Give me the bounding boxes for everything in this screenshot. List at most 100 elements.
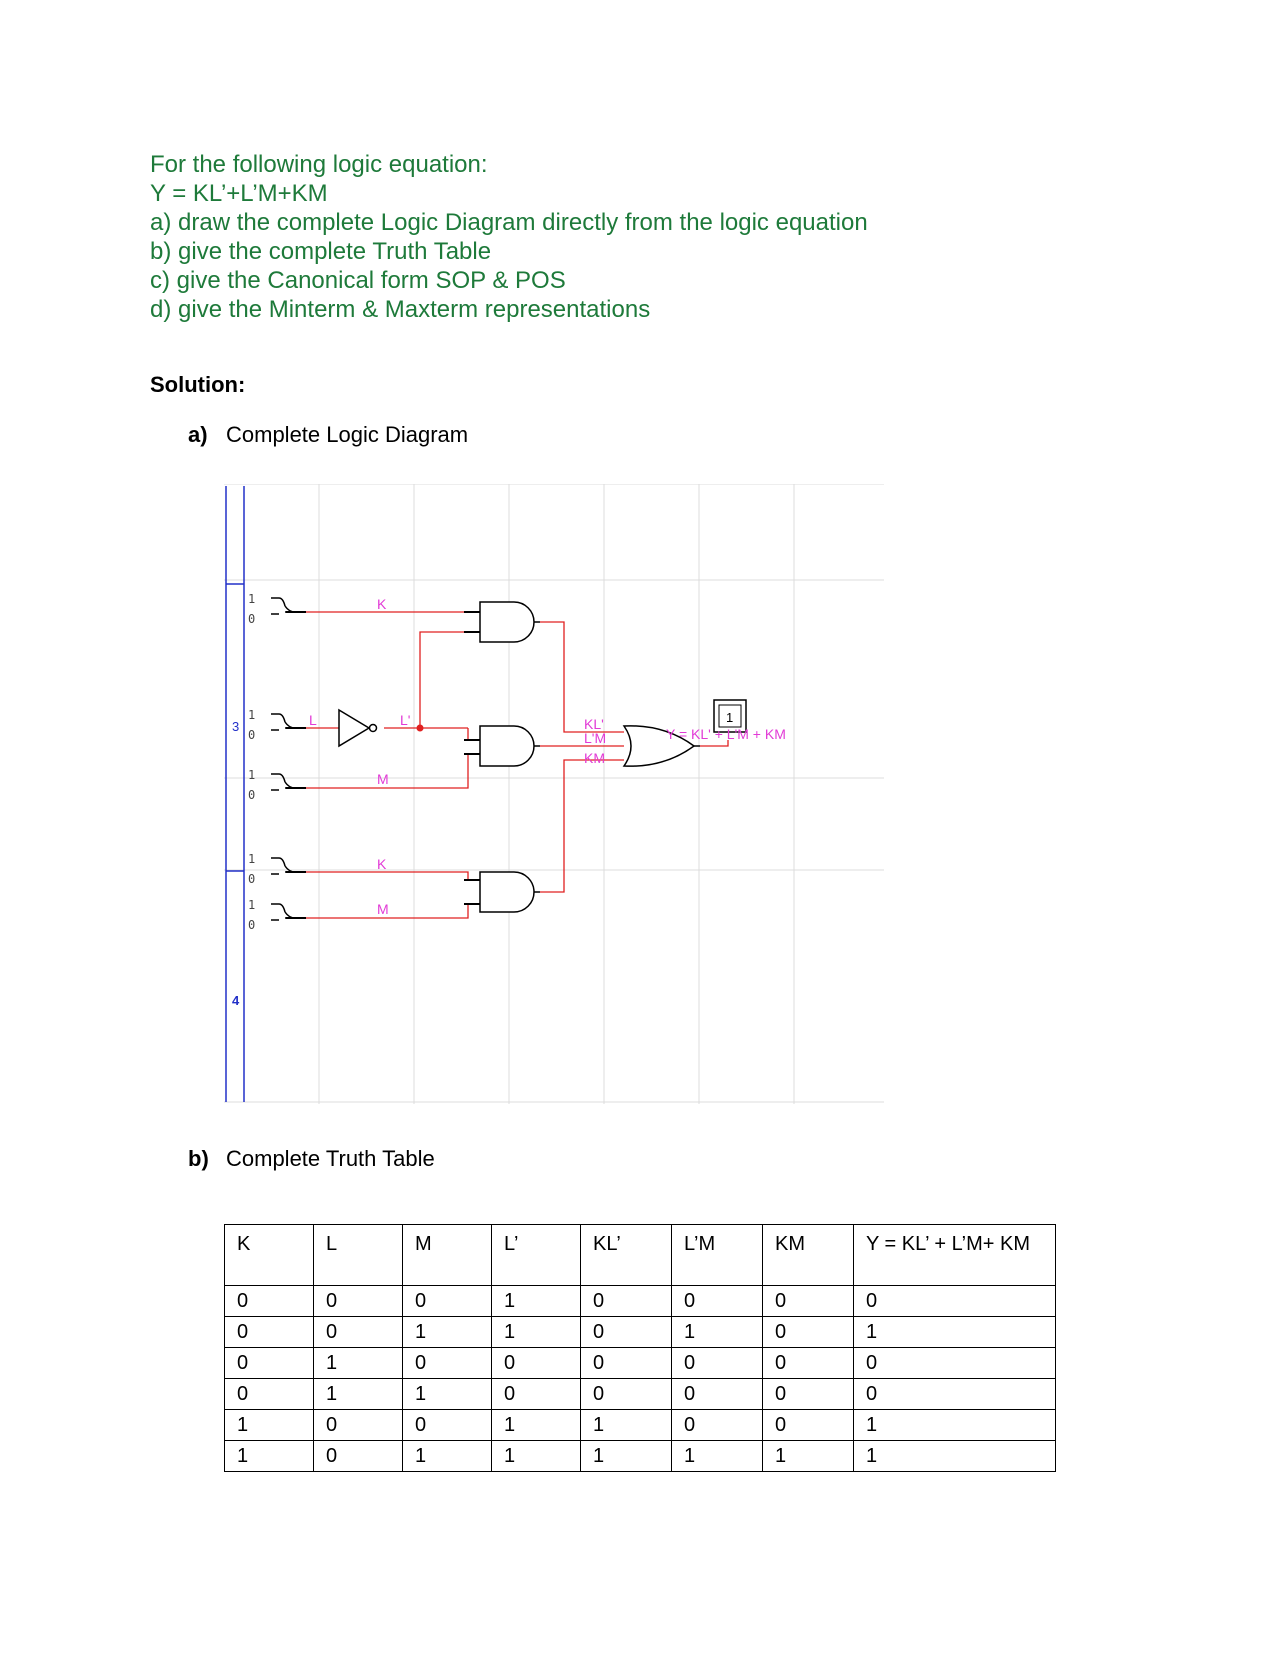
table-cell: 0: [313, 1409, 403, 1441]
switch-k1-lo: 0: [248, 612, 255, 626]
or-input-label-kl: KL': [584, 716, 604, 732]
switch-l-hi: 1: [248, 708, 255, 722]
header-l-prime: L’: [491, 1224, 581, 1286]
table-row: 0 0 1 1 0 1 0 1: [224, 1316, 1056, 1348]
header-y: Y = KL’ + L’M+ KM: [853, 1224, 1056, 1286]
table-cell: 1: [671, 1316, 763, 1348]
table-cell: 0: [224, 1316, 314, 1348]
wire-label-l-prime: L': [400, 712, 410, 728]
and-gate-km: [479, 871, 535, 913]
section-b-number: b): [188, 1146, 209, 1171]
table-cell: 1: [853, 1440, 1056, 1472]
or-input-label-lm: L'M: [584, 730, 606, 746]
table-cell: 0: [762, 1285, 854, 1317]
wire-label-l: L: [309, 712, 317, 728]
problem-line-a: a) draw the complete Logic Diagram direc…: [150, 209, 868, 236]
or-gate: [622, 725, 700, 767]
and-gate-lm: [479, 725, 535, 767]
header-m: M: [402, 1224, 492, 1286]
table-cell: 0: [224, 1378, 314, 1410]
output-probe: 1: [713, 699, 747, 733]
table-cell: 1: [491, 1409, 581, 1441]
table-cell: 0: [402, 1347, 492, 1379]
table-row: 0 0 0 1 0 0 0 0: [224, 1285, 1056, 1317]
logic-diagram: 3 4 1 0 1 0 1 0 1 0 1 0: [224, 484, 884, 1104]
output-label: Y = KL' + L'M + KM: [666, 726, 786, 742]
table-row: 1 0 1 1 1 1 1 1: [224, 1440, 1056, 1472]
switch-k1-hi: 1: [248, 592, 255, 606]
table-cell: 1: [313, 1347, 403, 1379]
table-cell: 1: [491, 1285, 581, 1317]
table-cell: 1: [402, 1440, 492, 1472]
truth-table: K L M L’ KL’ L’M KM Y = KL’ + L’M+ KM 0 …: [224, 1224, 1056, 1472]
problem-line-c: c) give the Canonical form SOP & POS: [150, 267, 566, 294]
header-l: L: [313, 1224, 403, 1286]
section-a-number: a): [188, 422, 208, 447]
table-cell: 0: [671, 1285, 763, 1317]
table-cell: 0: [580, 1347, 672, 1379]
problem-line-b: b) give the complete Truth Table: [150, 238, 492, 265]
table-cell: 0: [402, 1409, 492, 1441]
problem-line-d: d) give the Minterm & Maxterm representa…: [150, 296, 651, 323]
wire-label-k-top: K: [377, 596, 387, 612]
table-cell: 1: [224, 1440, 314, 1472]
table-cell: 1: [491, 1316, 581, 1348]
table-cell: 0: [762, 1409, 854, 1441]
section-a-heading: a) Complete Logic Diagram: [188, 422, 468, 448]
table-cell: 1: [313, 1378, 403, 1410]
section-b-heading: b) Complete Truth Table: [188, 1146, 435, 1172]
row-rails: [225, 486, 245, 1102]
table-cell: 1: [580, 1440, 672, 1472]
truth-table-header-row: K L M L’ KL’ L’M KM Y = KL’ + L’M+ KM: [224, 1224, 1056, 1286]
section-a-title: Complete Logic Diagram: [226, 422, 469, 447]
table-cell: 0: [853, 1378, 1056, 1410]
and-gate-kl: [479, 601, 535, 643]
table-cell: 1: [402, 1316, 492, 1348]
table-cell: 0: [580, 1378, 672, 1410]
switch-k2-hi: 1: [248, 852, 255, 866]
switch-m2-hi: 1: [248, 898, 255, 912]
output-probe-value: 1: [726, 710, 733, 725]
table-row: 0 1 1 0 0 0 0 0: [224, 1378, 1056, 1410]
table-cell: 1: [671, 1440, 763, 1472]
switch-labels: 1 0 1 0 1 0 1 0 1 0: [248, 592, 255, 932]
table-cell: 1: [853, 1316, 1056, 1348]
table-cell: 0: [224, 1347, 314, 1379]
table-cell: 0: [491, 1347, 581, 1379]
wire-label-m-mid: M: [377, 771, 389, 787]
table-row: 0 1 0 0 0 0 0 0: [224, 1347, 1056, 1379]
not-gate: [338, 708, 378, 748]
and-outputs: [534, 621, 540, 893]
gate-leads: [464, 611, 480, 905]
table-cell: 0: [313, 1440, 403, 1472]
or-input-label-km: KM: [584, 750, 605, 766]
table-cell: 0: [853, 1285, 1056, 1317]
table-cell: 0: [671, 1409, 763, 1441]
problem-statement: For the following logic equation: Y = KL…: [150, 150, 868, 324]
row-marker-4: 4: [232, 993, 240, 1008]
problem-line-equation: Y = KL’+L’M+KM: [150, 180, 328, 207]
table-cell: 1: [762, 1440, 854, 1472]
table-cell: 0: [671, 1347, 763, 1379]
table-cell: 0: [671, 1378, 763, 1410]
header-kl: KL’: [580, 1224, 672, 1286]
table-cell: 0: [491, 1378, 581, 1410]
table-cell: 0: [402, 1285, 492, 1317]
switch-m1-lo: 0: [248, 788, 255, 802]
table-row: 1 0 0 1 1 0 0 1: [224, 1409, 1056, 1441]
table-cell: 0: [580, 1285, 672, 1317]
table-cell: 0: [580, 1316, 672, 1348]
wire-label-m-bottom: M: [377, 901, 389, 917]
junction-dot: [416, 724, 424, 732]
header-lm: L’M: [671, 1224, 763, 1286]
header-k: K: [224, 1224, 314, 1286]
table-cell: 0: [224, 1285, 314, 1317]
table-cell: 0: [762, 1316, 854, 1348]
switch-m2-lo: 0: [248, 918, 255, 932]
table-cell: 0: [762, 1347, 854, 1379]
diagram-grid: [224, 484, 884, 1104]
table-cell: 0: [853, 1347, 1056, 1379]
table-cell: 0: [313, 1285, 403, 1317]
section-b-title: Complete Truth Table: [226, 1146, 435, 1171]
row-marker-3: 3: [232, 719, 239, 734]
